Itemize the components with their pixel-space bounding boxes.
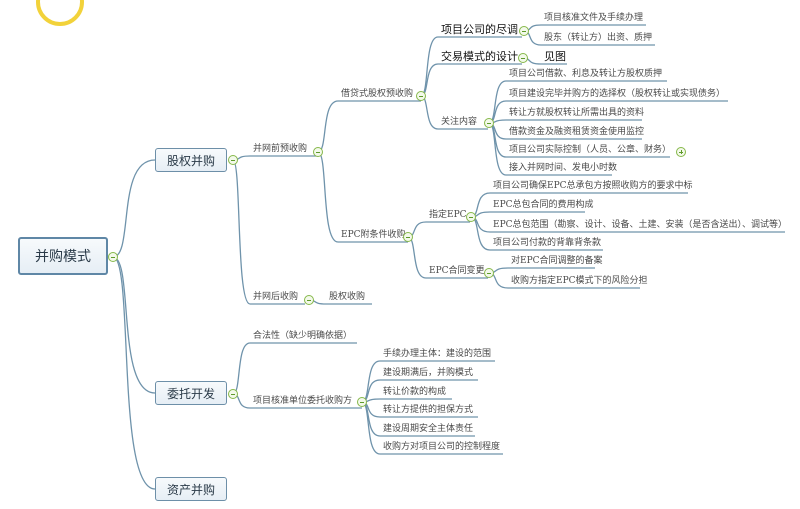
node-label[interactable]: EPC总包范围（勘察、设计、设备、土建、安装（是否含送出）、调试等）	[493, 220, 788, 230]
collapse-toggle-icon[interactable]	[484, 268, 494, 278]
connector-line	[317, 151, 339, 243]
node-label[interactable]: 项目公司的尽调	[441, 23, 518, 36]
node-label[interactable]: 转让价款的构成	[383, 387, 447, 397]
node-label[interactable]: 项目公司借款、利息及转让方股权质押	[509, 69, 663, 79]
connector-line	[361, 401, 381, 437]
collapse-toggle-icon[interactable]	[484, 118, 494, 128]
node-label[interactable]: 借贷式股权预收购	[341, 89, 414, 99]
node-label[interactable]: 收购方指定EPC模式下的风险分担	[511, 276, 648, 286]
connector-line	[470, 216, 491, 251]
node-label[interactable]: 接入并网时间、发电小时数	[509, 163, 618, 173]
node-label[interactable]: 交易模式的设计	[441, 50, 518, 63]
node-label: 资产并购	[166, 482, 215, 497]
collapse-toggle-icon[interactable]	[313, 147, 323, 157]
node-label[interactable]: 并网后收购	[253, 292, 299, 302]
collapse-toggle-icon[interactable]	[228, 389, 238, 399]
connector-line	[112, 159, 156, 258]
collapse-toggle-icon[interactable]	[519, 26, 529, 36]
node-label[interactable]: 股东（转让方）出资、质押	[544, 33, 653, 43]
node-label[interactable]: 项目公司实际控制（人员、公章、财务）	[509, 145, 672, 155]
node-label[interactable]: 合法性（缺少明确依据）	[253, 331, 353, 341]
connector-line	[232, 342, 251, 395]
root-label: 并购模式	[35, 249, 91, 265]
node-label[interactable]: 转让方提供的担保方式	[383, 405, 474, 415]
node-label[interactable]: 指定EPC	[429, 210, 467, 220]
node-label[interactable]: 项目公司付款的背靠背条款	[493, 238, 602, 248]
connector-line	[420, 95, 439, 130]
connector-line	[361, 360, 381, 403]
connector-line	[420, 36, 439, 97]
node-label[interactable]: 项目核准文件及手续办理	[544, 13, 644, 23]
connector-line	[317, 100, 339, 153]
connector-line	[407, 236, 427, 279]
node-label[interactable]: 建设期满后，并购模式	[383, 368, 474, 378]
expand-toggle-icon[interactable]	[676, 147, 686, 157]
node-entrusted-development[interactable]: 委托开发	[155, 381, 227, 405]
node-label[interactable]: EPC总包合同的费用构成	[493, 200, 594, 210]
connector-line	[488, 80, 507, 124]
node-label[interactable]: 建设周期安全主体责任	[383, 424, 474, 434]
connector-line	[112, 256, 156, 394]
node-label: 股权并购	[166, 153, 215, 168]
collapse-toggle-icon[interactable]	[416, 91, 426, 101]
collapse-toggle-icon[interactable]	[518, 53, 528, 63]
node-label[interactable]: 借款资金及融资租赁资金使用监控	[509, 127, 645, 137]
node-label[interactable]: 手续办理主体：建设的范围	[383, 349, 492, 359]
connector-line	[232, 159, 251, 305]
node-label[interactable]: 转让方就股权转让所需出具的资料	[509, 108, 645, 118]
root-node[interactable]: 并购模式	[18, 237, 108, 275]
connector-line	[488, 122, 507, 158]
node-label[interactable]: 股权收购	[329, 292, 366, 302]
collapse-toggle-icon[interactable]	[403, 232, 413, 242]
node-label[interactable]: EPC合同变更	[429, 266, 485, 276]
collapse-toggle-icon[interactable]	[466, 212, 476, 222]
node-label: 委托开发	[166, 386, 215, 401]
node-label[interactable]: 项目建设完毕并购方的选择权（股权转让或实现债务）	[509, 89, 726, 99]
collapse-toggle-icon[interactable]	[108, 252, 118, 262]
node-asset-acquisition[interactable]: 资产并购	[155, 477, 227, 501]
node-label[interactable]: 关注内容	[441, 117, 478, 127]
node-label[interactable]: 项目核准单位委托收购方	[253, 396, 353, 406]
node-label[interactable]: EPC附条件收购	[341, 230, 406, 240]
collapse-toggle-icon[interactable]	[228, 155, 238, 165]
node-label[interactable]: 对EPC合同调整的备案	[511, 256, 603, 266]
node-label[interactable]: 项目公司确保EPC总承包方按照收购方的要求中标	[493, 181, 693, 191]
node-label[interactable]: 见图	[544, 50, 566, 63]
node-label[interactable]: 收购方对项目公司的控制程度	[383, 442, 501, 452]
connector-line	[112, 256, 156, 490]
collapse-toggle-icon[interactable]	[304, 295, 314, 305]
node-label[interactable]: 并网前预收购	[253, 144, 308, 154]
node-equity-acquisition[interactable]: 股权并购	[155, 148, 227, 172]
collapse-toggle-icon[interactable]	[357, 397, 367, 407]
